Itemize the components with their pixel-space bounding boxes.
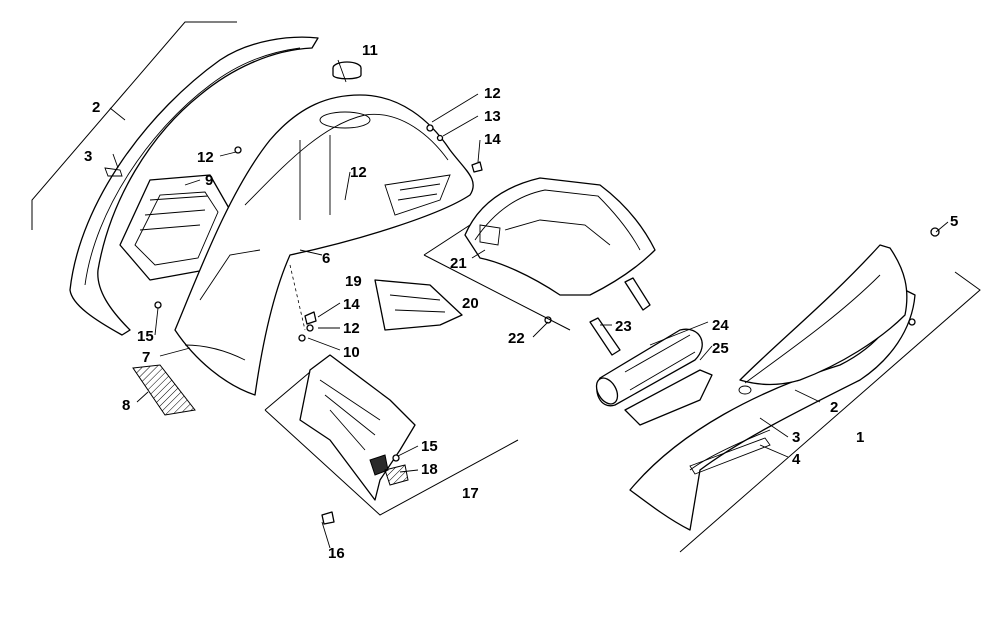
callout-16: 16 [328, 545, 345, 562]
callout-3-right: 3 [792, 429, 800, 446]
callout-9: 9 [205, 172, 213, 189]
callout-7: 7 [142, 349, 150, 366]
hood-assembly [174, 94, 474, 396]
callout-3-left: 3 [84, 148, 92, 165]
callout-6: 6 [322, 250, 330, 267]
callout-labels: 1 2 2 3 3 4 5 6 7 8 9 10 11 12 12 12 12 … [84, 42, 958, 562]
mesh-grille [132, 364, 196, 416]
group-brackets [31, 21, 981, 553]
callout-25: 25 [712, 340, 729, 357]
tool-tray [624, 369, 713, 426]
callout-10: 10 [343, 344, 360, 361]
callout-12-c: 12 [350, 164, 367, 181]
callout-11: 11 [362, 42, 378, 59]
filler-cap [332, 61, 362, 80]
callout-15-a: 15 [137, 328, 154, 345]
side-panel-right [629, 244, 916, 531]
windshield-piece [374, 279, 463, 331]
callout-21: 21 [450, 255, 467, 272]
callout-2-right: 2 [830, 399, 838, 416]
callout-1: 1 [856, 429, 864, 446]
storage-liner [464, 177, 656, 296]
callout-12-b: 12 [197, 149, 214, 166]
tool-bag [595, 328, 703, 407]
callout-23: 23 [615, 318, 632, 335]
callout-5: 5 [950, 213, 958, 230]
side-panel-left [69, 36, 319, 336]
callout-13: 13 [484, 108, 501, 125]
callout-20: 20 [462, 295, 479, 312]
callout-2-left: 2 [92, 99, 100, 116]
callout-12-d: 12 [343, 320, 360, 337]
fasteners [154, 124, 940, 525]
callout-4: 4 [792, 451, 801, 468]
callout-22: 22 [508, 330, 525, 347]
callout-14-b: 14 [343, 296, 360, 313]
callout-18: 18 [421, 461, 438, 478]
leader-lines [109, 59, 949, 549]
callout-12-a: 12 [484, 85, 501, 102]
strap [589, 277, 651, 356]
lower-chin-panel [299, 354, 416, 501]
callout-19: 19 [345, 273, 362, 290]
callout-24: 24 [712, 317, 729, 334]
callout-8: 8 [122, 397, 130, 414]
callout-17: 17 [462, 485, 479, 502]
callout-15-b: 15 [421, 438, 438, 455]
callout-14-a: 14 [484, 131, 501, 148]
